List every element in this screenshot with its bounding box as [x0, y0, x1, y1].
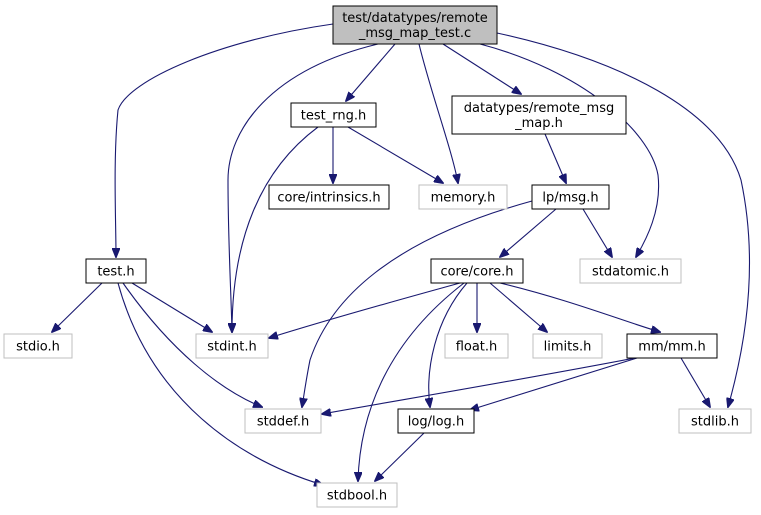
edge-test_rng-to-memory [347, 126, 443, 183]
node-box [626, 333, 718, 359]
node-box [418, 184, 508, 210]
node-box [678, 408, 752, 434]
edge-root-to-stdlib [496, 32, 750, 407]
node-box [195, 333, 269, 359]
node-label: test_rng.h [301, 109, 366, 124]
node-stdio: stdio.h [3, 333, 73, 359]
edge-test-to-stdio [52, 282, 103, 332]
edge-core-to-log [429, 282, 468, 407]
node-label: memory.h [431, 191, 496, 206]
node-label: stdlib.h [691, 415, 739, 430]
node-stdint: stdint.h [195, 333, 269, 359]
node-float: float.h [444, 333, 509, 359]
node-remote-msg-map[interactable]: datatypes/remote_msg_map.h [451, 95, 627, 135]
node-box [532, 333, 603, 359]
node-test[interactable]: test.h [85, 258, 147, 284]
node-limits: limits.h [532, 333, 603, 359]
node-box [268, 184, 390, 210]
edge-root-to-stdint [227, 43, 379, 332]
node-label: _map.h [514, 116, 563, 131]
node-log[interactable]: log/log.h [397, 408, 475, 434]
node-box [85, 258, 147, 284]
edge-test-to-stdbool [117, 282, 323, 485]
node-box [451, 95, 627, 135]
node-box [397, 408, 475, 434]
node-label: log/log.h [408, 415, 464, 430]
node-box [444, 333, 509, 359]
edge-mm-to-log [470, 357, 638, 410]
node-box [244, 408, 322, 434]
node-box [3, 333, 73, 359]
edge-root-to-memory [418, 43, 458, 183]
node-label: test.h [97, 265, 134, 280]
node-box [531, 184, 610, 210]
edge-core-to-mm [499, 282, 660, 332]
node-label: datatypes/remote_msg [464, 101, 614, 116]
node-label: test/datatypes/remote [342, 11, 488, 26]
edge-msg-to-stddef [302, 200, 533, 407]
node-box [290, 102, 377, 128]
node-box [430, 258, 524, 284]
node-root[interactable]: test/datatypes/remote_msg_map_test.c [332, 5, 498, 45]
edge-remote_msg_map-to-msg [544, 133, 566, 183]
node-box [579, 258, 682, 284]
edge-core-to-stdint [269, 282, 461, 338]
node-label: core/core.h [440, 265, 513, 280]
edge-root-to-test_rng [346, 43, 396, 101]
node-stdlib: stdlib.h [678, 408, 752, 434]
node-box [316, 482, 398, 508]
node-test-rng[interactable]: test_rng.h [290, 102, 377, 128]
edge-msg-to-core [500, 208, 557, 257]
edge-root-to-remote_msg_map [442, 43, 521, 94]
edge-mm-to-stdlib [680, 357, 710, 407]
node-memory: memory.h [418, 184, 508, 210]
edges [52, 23, 750, 485]
node-intrinsics[interactable]: core/intrinsics.h [268, 184, 390, 210]
node-box [332, 5, 498, 45]
node-mm[interactable]: mm/mm.h [626, 333, 718, 359]
edge-test-to-stdint [131, 282, 212, 332]
edge-log-to-stdbool [375, 432, 425, 481]
node-stddef: stddef.h [244, 408, 322, 434]
node-msg[interactable]: lp/msg.h [531, 184, 610, 210]
edge-test-to-stddef [122, 282, 262, 407]
node-label: lp/msg.h [542, 191, 598, 206]
node-label: stddef.h [257, 415, 309, 430]
node-stdatomic: stdatomic.h [579, 258, 682, 284]
edge-root-to-test [115, 23, 334, 257]
edge-core-to-limits [489, 282, 547, 332]
node-label: limits.h [544, 340, 592, 355]
node-label: core/intrinsics.h [277, 191, 380, 206]
node-label: _msg_map_test.c [358, 26, 471, 41]
edge-test_rng-to-stdint [232, 126, 319, 332]
node-label: float.h [456, 340, 498, 355]
edge-root-to-stdatomic [479, 43, 660, 257]
nodes: test/datatypes/remote_msg_map_test.ctest… [3, 5, 752, 508]
edge-mm-to-stddef [322, 356, 641, 414]
node-stdbool: stdbool.h [316, 482, 398, 508]
edge-core-to-stdbool [358, 282, 465, 481]
edge-msg-to-stdatomic [582, 208, 612, 257]
node-label: mm/mm.h [638, 340, 705, 355]
node-label: stdatomic.h [592, 265, 669, 280]
node-label: stdint.h [207, 340, 256, 355]
node-label: stdbool.h [327, 489, 387, 504]
node-core[interactable]: core/core.h [430, 258, 524, 284]
node-label: stdio.h [16, 340, 60, 355]
